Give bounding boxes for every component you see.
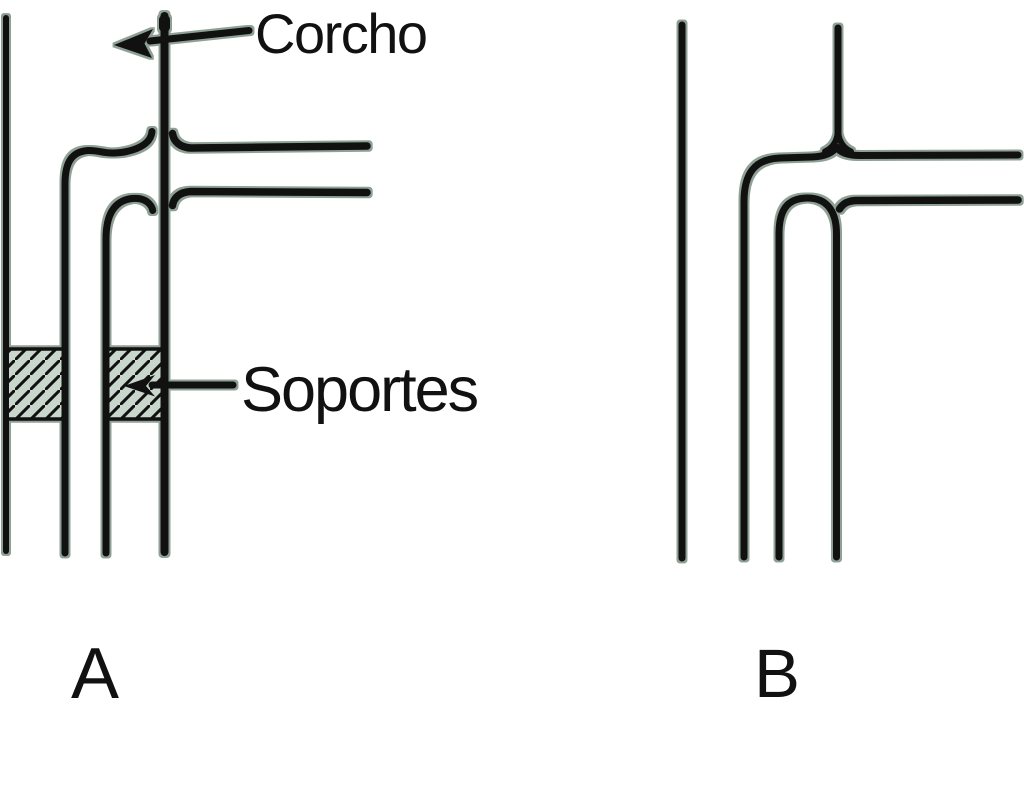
panel-a-letter: A [71,634,119,714]
panel-a-bent-wall-lower [102,194,157,557]
corcho-arrow-shaft [146,27,253,45]
corcho-arrow [114,27,253,58]
panel-a-right-tube-lower-wall [168,187,371,210]
soportes-label: Soportes [241,355,478,425]
panel-b-short-tube-flare-right [835,128,854,155]
soportes-arrow [124,375,237,397]
panel-a-right-tube-upper-wall [168,129,371,152]
line-art [3,12,1022,562]
corcho-arrowhead-icon [114,29,153,58]
panel-b-tubes [678,21,1022,562]
panel-b-bent-wall-upper [740,143,1022,561]
soportes-arrowhead-icon [124,375,155,397]
panel-a-tubes [3,12,371,557]
panel-a-bent-wall-upper [61,128,156,557]
panel-b-letter: B [754,635,800,712]
panel-b-arch-wall [775,194,840,561]
cork-support-left [4,347,67,421]
panel-b-right-tube-lower-wall [835,196,1022,213]
corcho-label: Corcho [255,2,427,65]
